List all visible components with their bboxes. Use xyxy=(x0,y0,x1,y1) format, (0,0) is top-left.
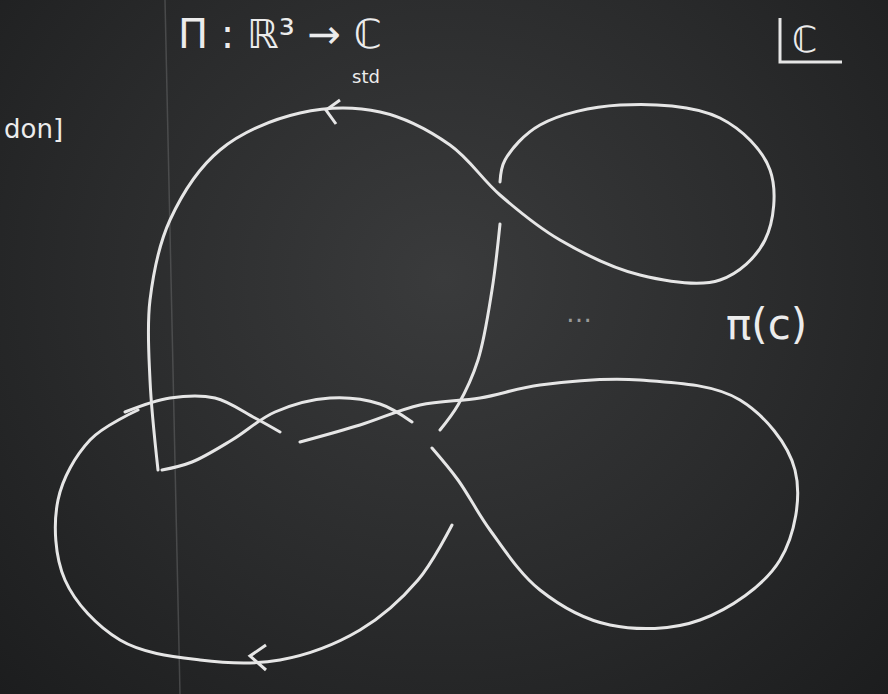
knot-strand xyxy=(162,398,412,470)
projection-map: Π : ℝ³ → ℂ xyxy=(178,14,382,54)
knot-strand xyxy=(55,410,452,663)
knot-curve xyxy=(55,104,797,663)
plane-label: ℂ xyxy=(792,22,817,58)
board-edge xyxy=(165,0,180,694)
fragment-note: don] xyxy=(4,116,63,142)
orientation-arrow xyxy=(326,100,340,124)
orientation-arrow xyxy=(250,645,266,670)
curve-label: π(c) xyxy=(726,304,807,346)
plane-corner xyxy=(780,18,842,62)
knot-strand xyxy=(300,379,798,628)
subscript: std xyxy=(352,68,380,86)
ellipsis: … xyxy=(566,300,592,326)
knot-strand xyxy=(148,104,774,470)
knot-strand xyxy=(125,396,280,432)
